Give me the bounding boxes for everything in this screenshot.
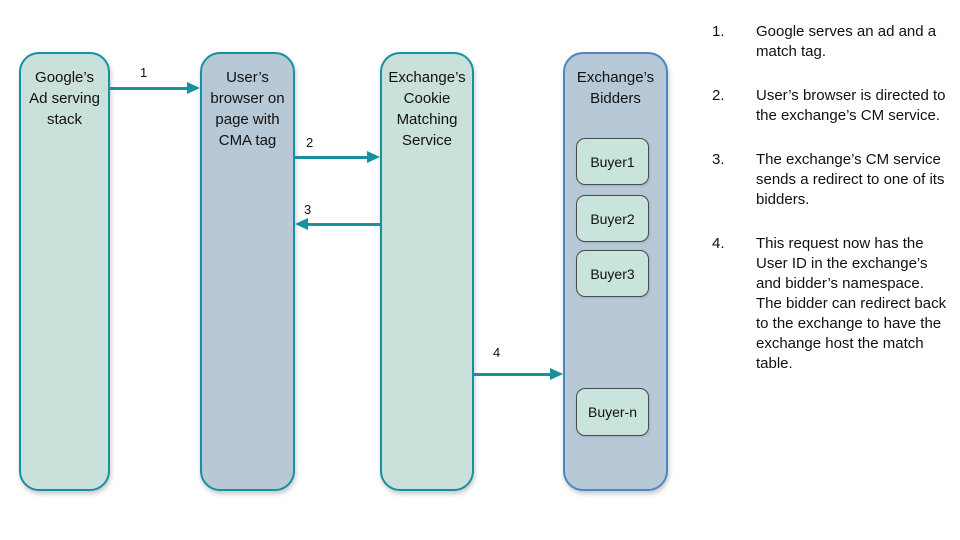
buyer-box-3: Buyer3 [576, 250, 649, 297]
arrow-1-line [110, 86, 188, 90]
buyer-box-n: Buyer-n [576, 388, 649, 436]
step-item-3: 3. The exchange’s CM service sends a red… [712, 150, 948, 210]
node-google-ad-stack-label: Google’s Ad serving stack [29, 69, 100, 128]
step-1-text: Google serves an ad and a match tag. [756, 23, 937, 60]
arrow-4-label: 4 [493, 345, 501, 360]
arrow-4-head-icon [550, 368, 563, 380]
buyer-box-2-label: Buyer2 [590, 210, 635, 227]
arrow-4-line [474, 372, 551, 376]
step-3-text: The exchange’s CM service sends a redire… [756, 151, 945, 208]
arrow-1-right-icon [110, 82, 200, 94]
node-user-browser: User’s browser on page with CMA tag [200, 52, 295, 491]
node-google-ad-stack: Google’s Ad serving stack [19, 52, 110, 491]
node-exchange-bidders: Exchange’s Bidders Buyer1 Buyer2 Buyer3 … [563, 52, 668, 491]
buyer-box-n-label: Buyer-n [587, 404, 638, 420]
arrow-1-head-icon [187, 82, 200, 94]
arrow-2-line [295, 155, 368, 159]
buyer-box-2: Buyer2 [576, 195, 649, 242]
node-cookie-matching-service: Exchange’s Cookie Matching Service [380, 52, 474, 491]
step-item-2: 2. User’s browser is directed to the exc… [712, 86, 948, 126]
step-3-number: 3. [712, 151, 725, 168]
step-4-number: 4. [712, 235, 725, 252]
arrow-3-left-icon [295, 218, 380, 230]
node-exchange-bidders-label: Exchange’s Bidders [576, 69, 655, 107]
step-item-1: 1. Google serves an ad and a match tag. [712, 22, 948, 62]
step-2-number: 2. [712, 87, 725, 104]
step-4-text: This request now has the User ID in the … [756, 235, 947, 372]
step-1-number: 1. [712, 23, 725, 40]
buyer-box-1: Buyer1 [576, 138, 649, 185]
buyer-box-3-label: Buyer3 [590, 265, 635, 282]
arrow-2-label: 2 [306, 135, 314, 150]
step-2-text: User’s browser is directed to the exchan… [756, 87, 946, 124]
arrow-3-label: 3 [304, 202, 312, 217]
node-cookie-matching-service-label: Exchange’s Cookie Matching Service [388, 69, 466, 149]
buyer-box-1-label: Buyer1 [590, 153, 635, 170]
arrow-2-head-icon [367, 151, 380, 163]
arrow-1-label: 1 [140, 65, 148, 80]
arrow-3-line [307, 222, 380, 226]
step-item-4: 4. This request now has the User ID in t… [712, 234, 948, 374]
arrow-2-right-icon [295, 151, 380, 163]
arrow-4-right-icon [474, 368, 563, 380]
arrow-3-head-icon [295, 218, 308, 230]
steps-list: 1. Google serves an ad and a match tag. … [712, 22, 948, 398]
node-user-browser-label: User’s browser on page with CMA tag [210, 69, 285, 149]
